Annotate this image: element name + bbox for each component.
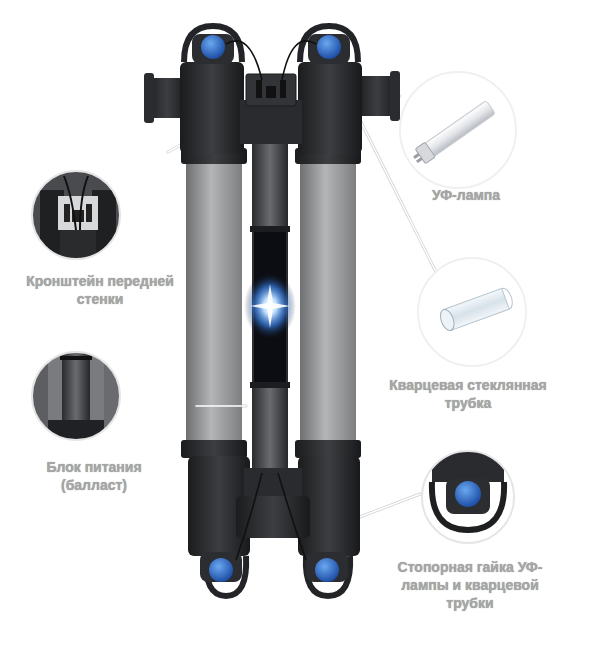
bracket-inset [30, 170, 122, 262]
uv-spark [250, 284, 290, 328]
part-label: УФ-лампа [391, 186, 541, 204]
bottom-manifold [188, 456, 360, 596]
part-label: Блок питания (балласт) [19, 458, 169, 494]
quartz-tube-inset [418, 258, 526, 366]
part-label: Кронштейн передней стенки [20, 272, 180, 308]
locking-nut-inset [420, 450, 516, 546]
uv-glow [244, 272, 296, 340]
tube-collar [295, 440, 361, 458]
ring [250, 382, 290, 388]
ballast-inset [30, 350, 122, 444]
uv-lamp-inset [400, 72, 516, 188]
tube-collar [181, 440, 247, 458]
ring [250, 226, 290, 232]
part-label: Кварцевая стеклянная трубка [381, 376, 556, 412]
uv-chamber-tube [300, 160, 356, 450]
part-label: Стопорная гайка УФ-лампы и кварцевой тру… [382, 558, 558, 613]
top-manifold [144, 26, 400, 154]
